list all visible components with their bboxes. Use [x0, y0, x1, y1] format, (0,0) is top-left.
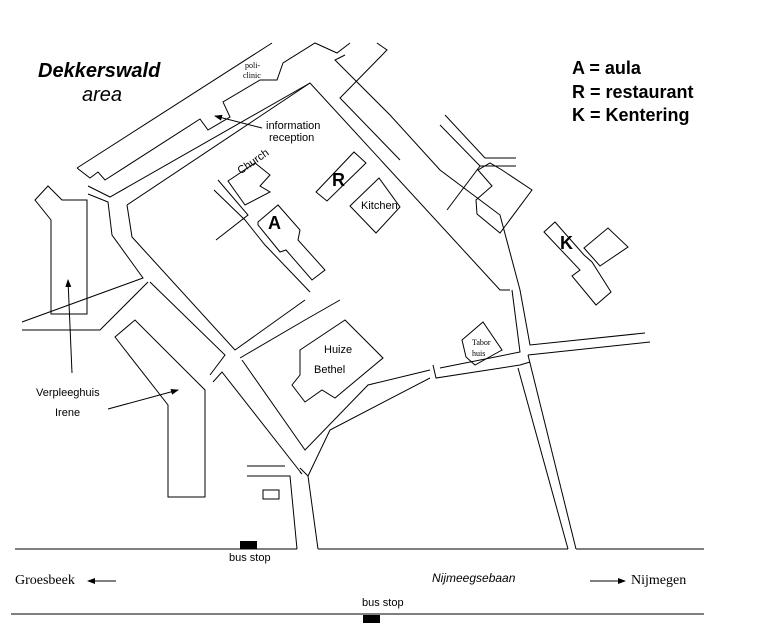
building-restaurant: [315, 151, 367, 202]
field-east: [517, 367, 569, 550]
label-nijmegen: Nijmegen: [631, 573, 687, 588]
arrow-information: [214, 114, 263, 129]
path-church: [215, 179, 249, 241]
label-clinic: clinic: [243, 71, 261, 80]
campus-south-edge-2: [439, 289, 521, 369]
road-inner: [149, 281, 226, 376]
building-kitchen: [349, 177, 401, 234]
bus-stop-north-marker: [240, 541, 257, 549]
label-nijmeegsebaan: Nijmeegsebaan: [432, 571, 516, 585]
building-verpleeghuis-2: [114, 319, 206, 498]
map-subtitle: area: [82, 84, 123, 106]
campus-block: [126, 82, 510, 291]
label-groesbeek: Groesbeek: [15, 573, 75, 588]
map-title: Dekkerswald: [38, 60, 161, 82]
building-kentering-annex: [583, 227, 629, 267]
label-information: information: [266, 120, 321, 132]
label-huis: huis: [472, 349, 486, 358]
road-east-2: [527, 341, 651, 356]
path-church-2: [213, 189, 311, 293]
label-irene: Irene: [55, 407, 81, 419]
label-huize: Huize: [324, 344, 353, 356]
building-kentering: [543, 221, 612, 306]
road-inner-2: [212, 371, 303, 475]
road-northeast-2: [439, 124, 516, 167]
label-kentering-k: K: [560, 233, 573, 253]
label-verpleeghuis: Verpleeghuis: [36, 387, 100, 399]
label-bus-stop-north: bus stop: [229, 552, 271, 564]
road-east: [334, 54, 646, 346]
road-north-edge: [87, 82, 311, 198]
road-lane-2: [247, 475, 298, 550]
label-bus-stop-south: bus stop: [362, 597, 404, 609]
building-poli-clinic: [339, 42, 401, 161]
road-east-south: [527, 354, 577, 550]
road-south-inner-2: [307, 377, 431, 477]
arrow-verpleeghuis-1: [65, 279, 73, 374]
legend-kentering: K = Kentering: [572, 105, 690, 125]
label-reception: reception: [269, 132, 315, 144]
building-aula: [257, 204, 326, 281]
label-aula-a: A: [268, 213, 281, 233]
building-northeast: [475, 162, 533, 234]
arrow-verpleeghuis-2: [107, 388, 179, 410]
building-north-long-bottom: [76, 42, 351, 181]
building-church: [227, 162, 272, 206]
building-tabor-huis: [461, 321, 503, 366]
shed: [262, 489, 280, 500]
legend-aula: A = aula: [572, 58, 641, 78]
road-west-edge: [22, 281, 149, 331]
label-kitchen: Kitchen: [361, 200, 398, 212]
label-restaurant-r: R: [332, 170, 345, 190]
building-north-long: [76, 42, 273, 169]
building-huize-bethel: [291, 319, 384, 403]
building-verpleeghuis-1: [34, 185, 88, 315]
label-poli: poli-: [245, 61, 261, 70]
road-northeast-3: [446, 165, 481, 211]
road-northeast: [444, 114, 516, 159]
label-tabor: Tabor: [472, 338, 491, 347]
legend-restaurant: R = restaurant: [572, 82, 694, 102]
road-south-inner: [432, 361, 531, 379]
road-north-edge-2: [21, 193, 144, 323]
campus-south-edge: [241, 359, 431, 451]
field-south: [299, 467, 319, 550]
label-bethel: Bethel: [314, 364, 346, 376]
bus-stop-south-marker: [363, 615, 380, 623]
campus-south-block: [239, 299, 341, 359]
campus-block-west: [126, 204, 306, 351]
